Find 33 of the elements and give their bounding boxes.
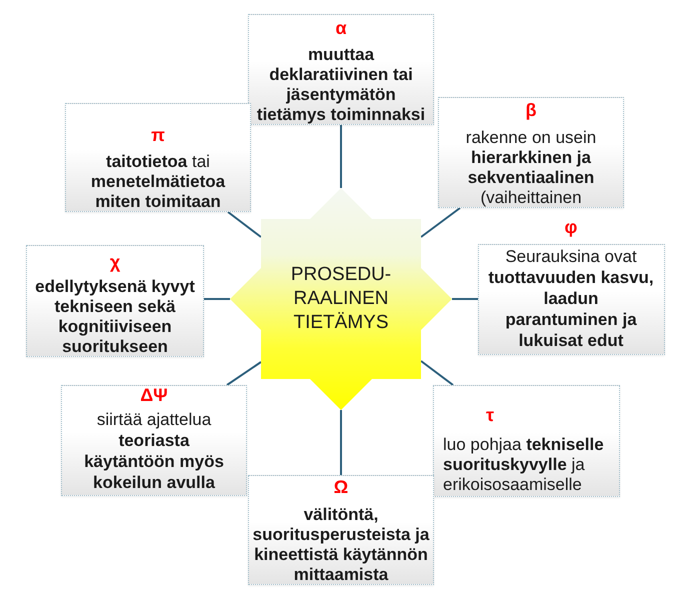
text-box (248, 14, 434, 125)
description-text: Seurauksina ovat tuottavuuden kasvu, laadun parantuminen ja lukuisat edut (487, 246, 655, 351)
description-text: siirtää ajattelua teoriasta käytäntöön myös kokeilun avulla (83, 409, 225, 493)
connector-line (204, 298, 230, 300)
text-box (433, 385, 620, 497)
connector-line (420, 360, 454, 386)
greek-symbol: Ω (334, 476, 348, 498)
description-text: rakenne on usein hierarkkinen ja sekventiaalinen (vaiheittainen (464, 128, 598, 208)
text-box (65, 103, 251, 212)
connector-line (452, 298, 478, 300)
connector-line (420, 207, 461, 238)
text-box (438, 97, 624, 208)
text-box (61, 385, 247, 496)
greek-symbol: α (335, 17, 347, 39)
connector-line (340, 125, 342, 188)
description-text: muuttaa deklaratiivinen tai jäsentymätön tietämys toiminnaksi (256, 45, 426, 125)
greek-symbol: φ (564, 216, 578, 238)
description-text: välitöntä, suoritusperusteista ja kineettistä käytännön mittaamista (252, 505, 430, 585)
text-box (26, 245, 204, 357)
greek-symbol: ΔΨ (140, 384, 168, 406)
connector-line (227, 211, 262, 238)
greek-symbol: π (151, 124, 165, 146)
text-box (248, 475, 434, 585)
description-text: edellytyksenä kyvyt tekniseen sekä kognitiiviseen suoritukseen (34, 277, 196, 357)
greek-symbol: β (526, 99, 536, 121)
star-shape (230, 188, 452, 410)
description-text: taitotietoa tai menetelmätietoa miten toimitaan (90, 152, 226, 212)
greek-symbol: χ (110, 251, 120, 273)
center-title: PROSEDU-RAALINEN TIETÄMYS (290, 263, 392, 335)
connector-line (340, 410, 342, 475)
connector-line (226, 361, 262, 386)
greek-symbol: τ (486, 404, 494, 426)
description-text: luo pohjaa tekniselle suorituskyvylle ja erikoisosaamiselle (443, 435, 605, 495)
